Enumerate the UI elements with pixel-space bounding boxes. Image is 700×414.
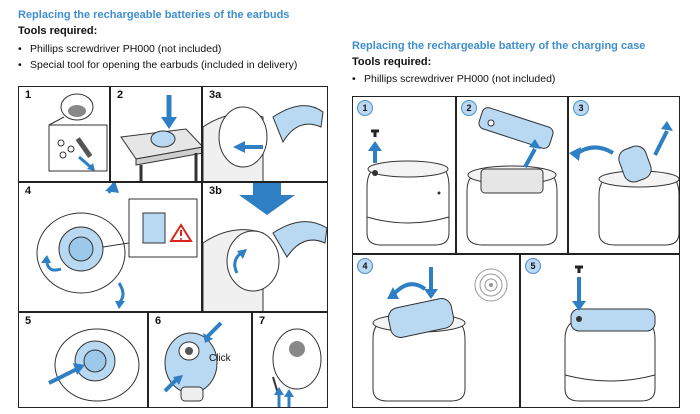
prying-earbud-illustration bbox=[203, 183, 327, 311]
earbud-step-3b: 3b bbox=[202, 182, 328, 312]
step-number: 1 bbox=[357, 100, 373, 116]
step-number: 6 bbox=[153, 315, 164, 327]
case-tools-label: Tools required: bbox=[352, 56, 432, 68]
battery-removal-illustration bbox=[36, 183, 198, 309]
case-screw-removal-illustration bbox=[366, 129, 450, 246]
case-step-3: 3 bbox=[568, 96, 680, 254]
screw-tighten-illustration bbox=[272, 328, 322, 407]
case-cover-removal-illustration bbox=[466, 107, 558, 246]
earbud-step-5: 5 bbox=[18, 312, 148, 408]
case-step-5: 5 bbox=[520, 254, 680, 408]
case-tools-list: Phillips screwdriver PH000 (not included… bbox=[352, 71, 555, 87]
earbud-with-screws-illustration bbox=[48, 93, 108, 172]
click-label: Click bbox=[209, 353, 231, 364]
earbud-step-2: 2 bbox=[110, 86, 202, 182]
case-cover-replace-illustration bbox=[564, 265, 656, 402]
tool-item: Phillips screwdriver PH000 (not included… bbox=[352, 71, 555, 87]
step-number: 1 bbox=[23, 89, 34, 101]
step-number: 3 bbox=[573, 100, 589, 116]
closing-earbud-illustration bbox=[163, 321, 223, 402]
step-number: 5 bbox=[23, 315, 34, 327]
earbud-step-7: 7 bbox=[252, 312, 328, 408]
step-number: 4 bbox=[23, 185, 34, 197]
earbuds-tools-list: Phillips screwdriver PH000 (not included… bbox=[18, 41, 297, 73]
step-number: 5 bbox=[525, 258, 541, 274]
step-number: 7 bbox=[257, 315, 268, 327]
opening-tool-illustration bbox=[203, 105, 324, 181]
earbud-step-3a: 3a bbox=[202, 86, 328, 182]
step-number: 3b bbox=[207, 185, 224, 197]
case-step-4: 4 bbox=[352, 254, 520, 408]
earbud-step-4: 4 bbox=[18, 182, 202, 312]
case-battery-removal-illustration bbox=[569, 121, 679, 246]
earbud-step-1: 1 bbox=[18, 86, 110, 182]
earbuds-section-title: Replacing the rechargeable batteries of … bbox=[18, 9, 290, 21]
step-number: 4 bbox=[357, 258, 373, 274]
step-number: 2 bbox=[461, 100, 477, 116]
case-battery-insert-illustration bbox=[372, 267, 508, 402]
earbud-step-6: 6 Click bbox=[148, 312, 252, 408]
battery-insert-illustration bbox=[48, 328, 140, 402]
case-step-1: 1 bbox=[352, 96, 456, 254]
earbuds-tools-label: Tools required: bbox=[18, 25, 98, 37]
earbud-on-table-illustration bbox=[120, 95, 201, 181]
step-number: 2 bbox=[115, 89, 126, 101]
tool-item: Phillips screwdriver PH000 (not included… bbox=[18, 41, 297, 57]
case-step-2: 2 bbox=[456, 96, 568, 254]
tool-item: Special tool for opening the earbuds (in… bbox=[18, 57, 297, 73]
step-number: 3a bbox=[207, 89, 224, 101]
case-section-title: Replacing the rechargeable battery of th… bbox=[352, 40, 646, 52]
